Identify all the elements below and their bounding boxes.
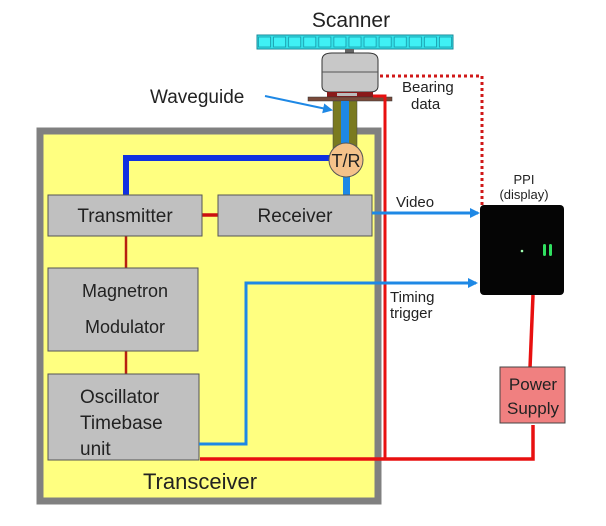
magnetron-label-line1: Magnetron <box>82 281 168 301</box>
tr-switch: T/R <box>328 142 364 178</box>
scanner-pedestal <box>307 49 393 102</box>
magnetron-modulator-block: Magnetron Modulator <box>47 267 199 352</box>
ppi-label-line1: PPI <box>514 172 535 187</box>
ppi-label-line2: (display) <box>499 187 548 202</box>
transceiver-label: Transceiver <box>143 469 257 494</box>
receiver-block: Receiver <box>217 194 373 237</box>
antenna-element <box>408 36 422 48</box>
transmitter-block: Transmitter <box>47 194 203 237</box>
antenna-element <box>423 36 437 48</box>
power-supply-block: Power Supply <box>499 366 566 424</box>
receiver-label: Receiver <box>258 206 334 227</box>
ppi-display <box>480 205 564 295</box>
antenna-element <box>378 36 392 48</box>
magnetron-label-line2: Modulator <box>85 317 165 337</box>
oscillator-label-line1: Oscillator <box>80 387 160 408</box>
antenna-element <box>318 36 332 48</box>
power-label-line2: Supply <box>507 399 559 418</box>
video-label: Video <box>396 194 434 211</box>
scanner-title: Scanner <box>312 9 390 32</box>
oscillator-timebase-block: Oscillator Timebase unit <box>47 373 200 461</box>
transmitter-label: Transmitter <box>77 206 173 227</box>
antenna-element <box>439 36 452 48</box>
antenna-element <box>288 36 302 48</box>
power-label-line1: Power <box>509 375 558 394</box>
ppi-blip <box>549 244 552 256</box>
waveguide-pointer-arrow <box>264 95 333 114</box>
antenna-element <box>333 36 347 48</box>
antenna-element <box>348 36 362 48</box>
waveguide-label: Waveguide <box>150 87 244 108</box>
bearing-label-line2: data <box>411 96 441 113</box>
antenna-element <box>393 36 407 48</box>
timing-trigger-arrow <box>199 278 478 446</box>
antenna-element <box>303 36 317 48</box>
tr-rx-link <box>343 175 350 197</box>
timing-label-line2: trigger <box>390 305 433 322</box>
antenna-element <box>273 36 287 48</box>
tr-label: T/R <box>332 151 361 171</box>
bearing-data-line <box>380 74 484 205</box>
timing-label-line1: Timing <box>390 289 434 306</box>
antenna-element <box>258 36 271 48</box>
waveguide-tx-link <box>123 155 337 195</box>
power-lines <box>124 94 535 461</box>
bearing-label-line1: Bearing <box>402 79 454 96</box>
ppi-blip <box>543 244 546 256</box>
antenna-element <box>363 36 377 48</box>
oscillator-label-line3: unit <box>80 439 111 460</box>
ppi-center-dot <box>520 249 524 253</box>
oscillator-label-line2: Timebase <box>80 413 163 434</box>
scanner-antenna <box>256 34 454 50</box>
